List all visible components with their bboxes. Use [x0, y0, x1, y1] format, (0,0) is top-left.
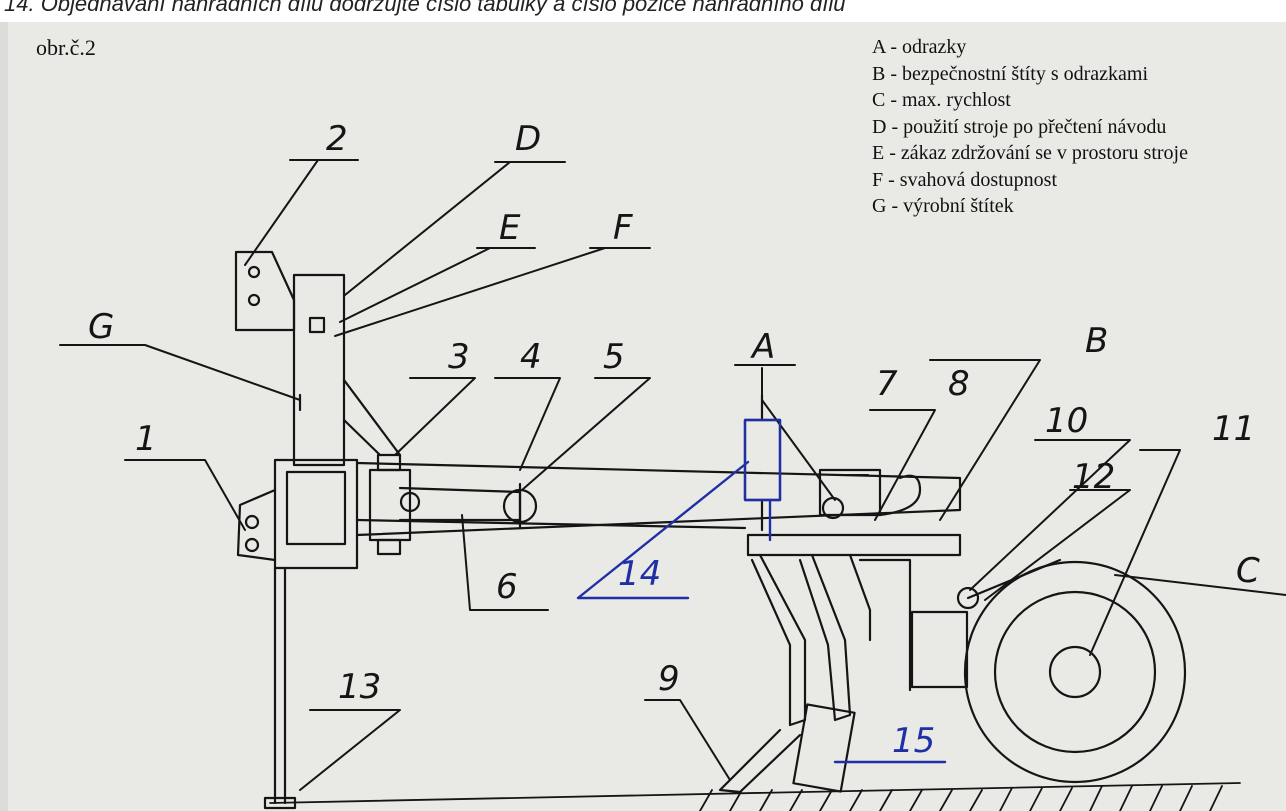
callout-d: D: [515, 119, 541, 159]
callout-5: 5: [603, 337, 625, 377]
legend-item-c: C - max. rychlost: [872, 89, 1011, 111]
wheel: [910, 558, 1187, 784]
callout-8: 8: [948, 364, 970, 404]
leader-lines: [59, 159, 1286, 791]
callout-4: 4: [520, 337, 542, 377]
callout-6: 6: [496, 567, 518, 607]
legend-item-a: A - odrazky: [872, 36, 967, 58]
callout-7: 7: [876, 364, 898, 404]
callout-13: 13: [338, 667, 381, 707]
figure-label: obr.č.2: [36, 35, 96, 60]
callout-f: F: [613, 208, 633, 248]
callout-2: 2: [326, 119, 348, 159]
legend-item-b: B - bezpečnostní štíty s odrazkami: [872, 62, 1149, 85]
legend-item-e: E - zákaz zdržování se v prostoru stroje: [872, 142, 1188, 164]
callout-10: 10: [1045, 401, 1088, 441]
callout-15: 15: [892, 721, 935, 761]
callout-labels: 2 D E F G 1 3 4 5 6 A 7 8 B 10 11 12 C 1…: [88, 119, 1260, 761]
callout-b: B: [1085, 321, 1108, 361]
blue-annotations: [576, 418, 947, 764]
paper-sheet: [8, 22, 1286, 811]
callout-1: 1: [135, 419, 157, 459]
headstock: [234, 250, 402, 810]
ground-hatching: [269, 782, 1241, 811]
callout-14: 14: [618, 554, 661, 594]
callout-e: E: [499, 208, 521, 248]
legend-item-g: G - výrobní štítek: [872, 195, 1014, 217]
callout-c: C: [1236, 551, 1260, 591]
top-caption-strip: 14. Objednávání náhradních dílů dodržujt…: [0, 0, 1286, 22]
legend-item-d: D - použití stroje po přečtení návodu: [872, 115, 1167, 138]
tines: [718, 533, 962, 794]
callout-a: A: [750, 327, 775, 367]
callout-12: 12: [1072, 457, 1115, 497]
top-caption: 14. Objednávání náhradních dílů dodržujt…: [4, 0, 846, 16]
callout-9: 9: [658, 659, 680, 699]
callout-3: 3: [448, 337, 470, 377]
callout-g: G: [88, 307, 114, 347]
legend-item-f: F - svahová dostupnost: [872, 168, 1057, 191]
frame-beam: [355, 393, 962, 556]
callout-11: 11: [1212, 409, 1255, 449]
legend: A - odrazky B - bezpečnostní štíty s odr…: [872, 34, 1188, 220]
